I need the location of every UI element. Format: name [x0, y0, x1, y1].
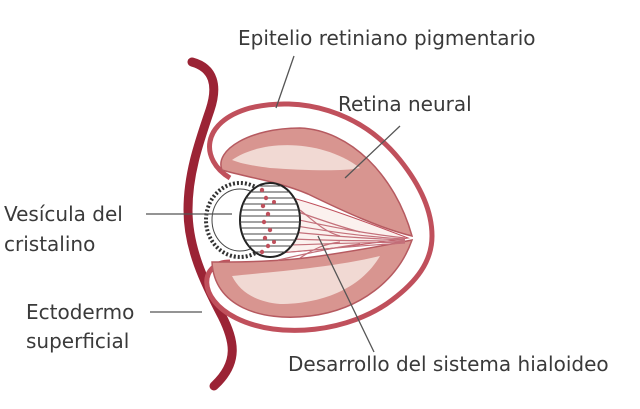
lens-boundary-dots: [259, 187, 276, 255]
label-surface-ectoderm-line2: superficial: [26, 329, 130, 353]
label-neural-retina: Retina neural: [338, 92, 472, 116]
neural-retina-lower-light: [232, 256, 380, 304]
neural-retina-upper-light: [232, 145, 360, 171]
label-lens-vesicle-line2: cristalino: [4, 232, 96, 256]
label-pigment-epithelium: Epitelio retiniano pigmentario: [238, 26, 536, 50]
lens-disc: [239, 182, 301, 258]
leader-hyaloid: [317, 235, 375, 353]
leader-neural-retina: [344, 125, 401, 179]
leader-lines: [146, 55, 401, 353]
label-hyaloid-system: Desarrollo del sistema hialoideo: [288, 352, 609, 376]
label-surface-ectoderm-line1: Ectodermo: [26, 300, 135, 324]
surface-ectoderm-band: [183, 57, 237, 391]
leader-rpe: [275, 55, 295, 109]
label-lens-vesicle-line1: Vesícula del: [4, 202, 123, 226]
